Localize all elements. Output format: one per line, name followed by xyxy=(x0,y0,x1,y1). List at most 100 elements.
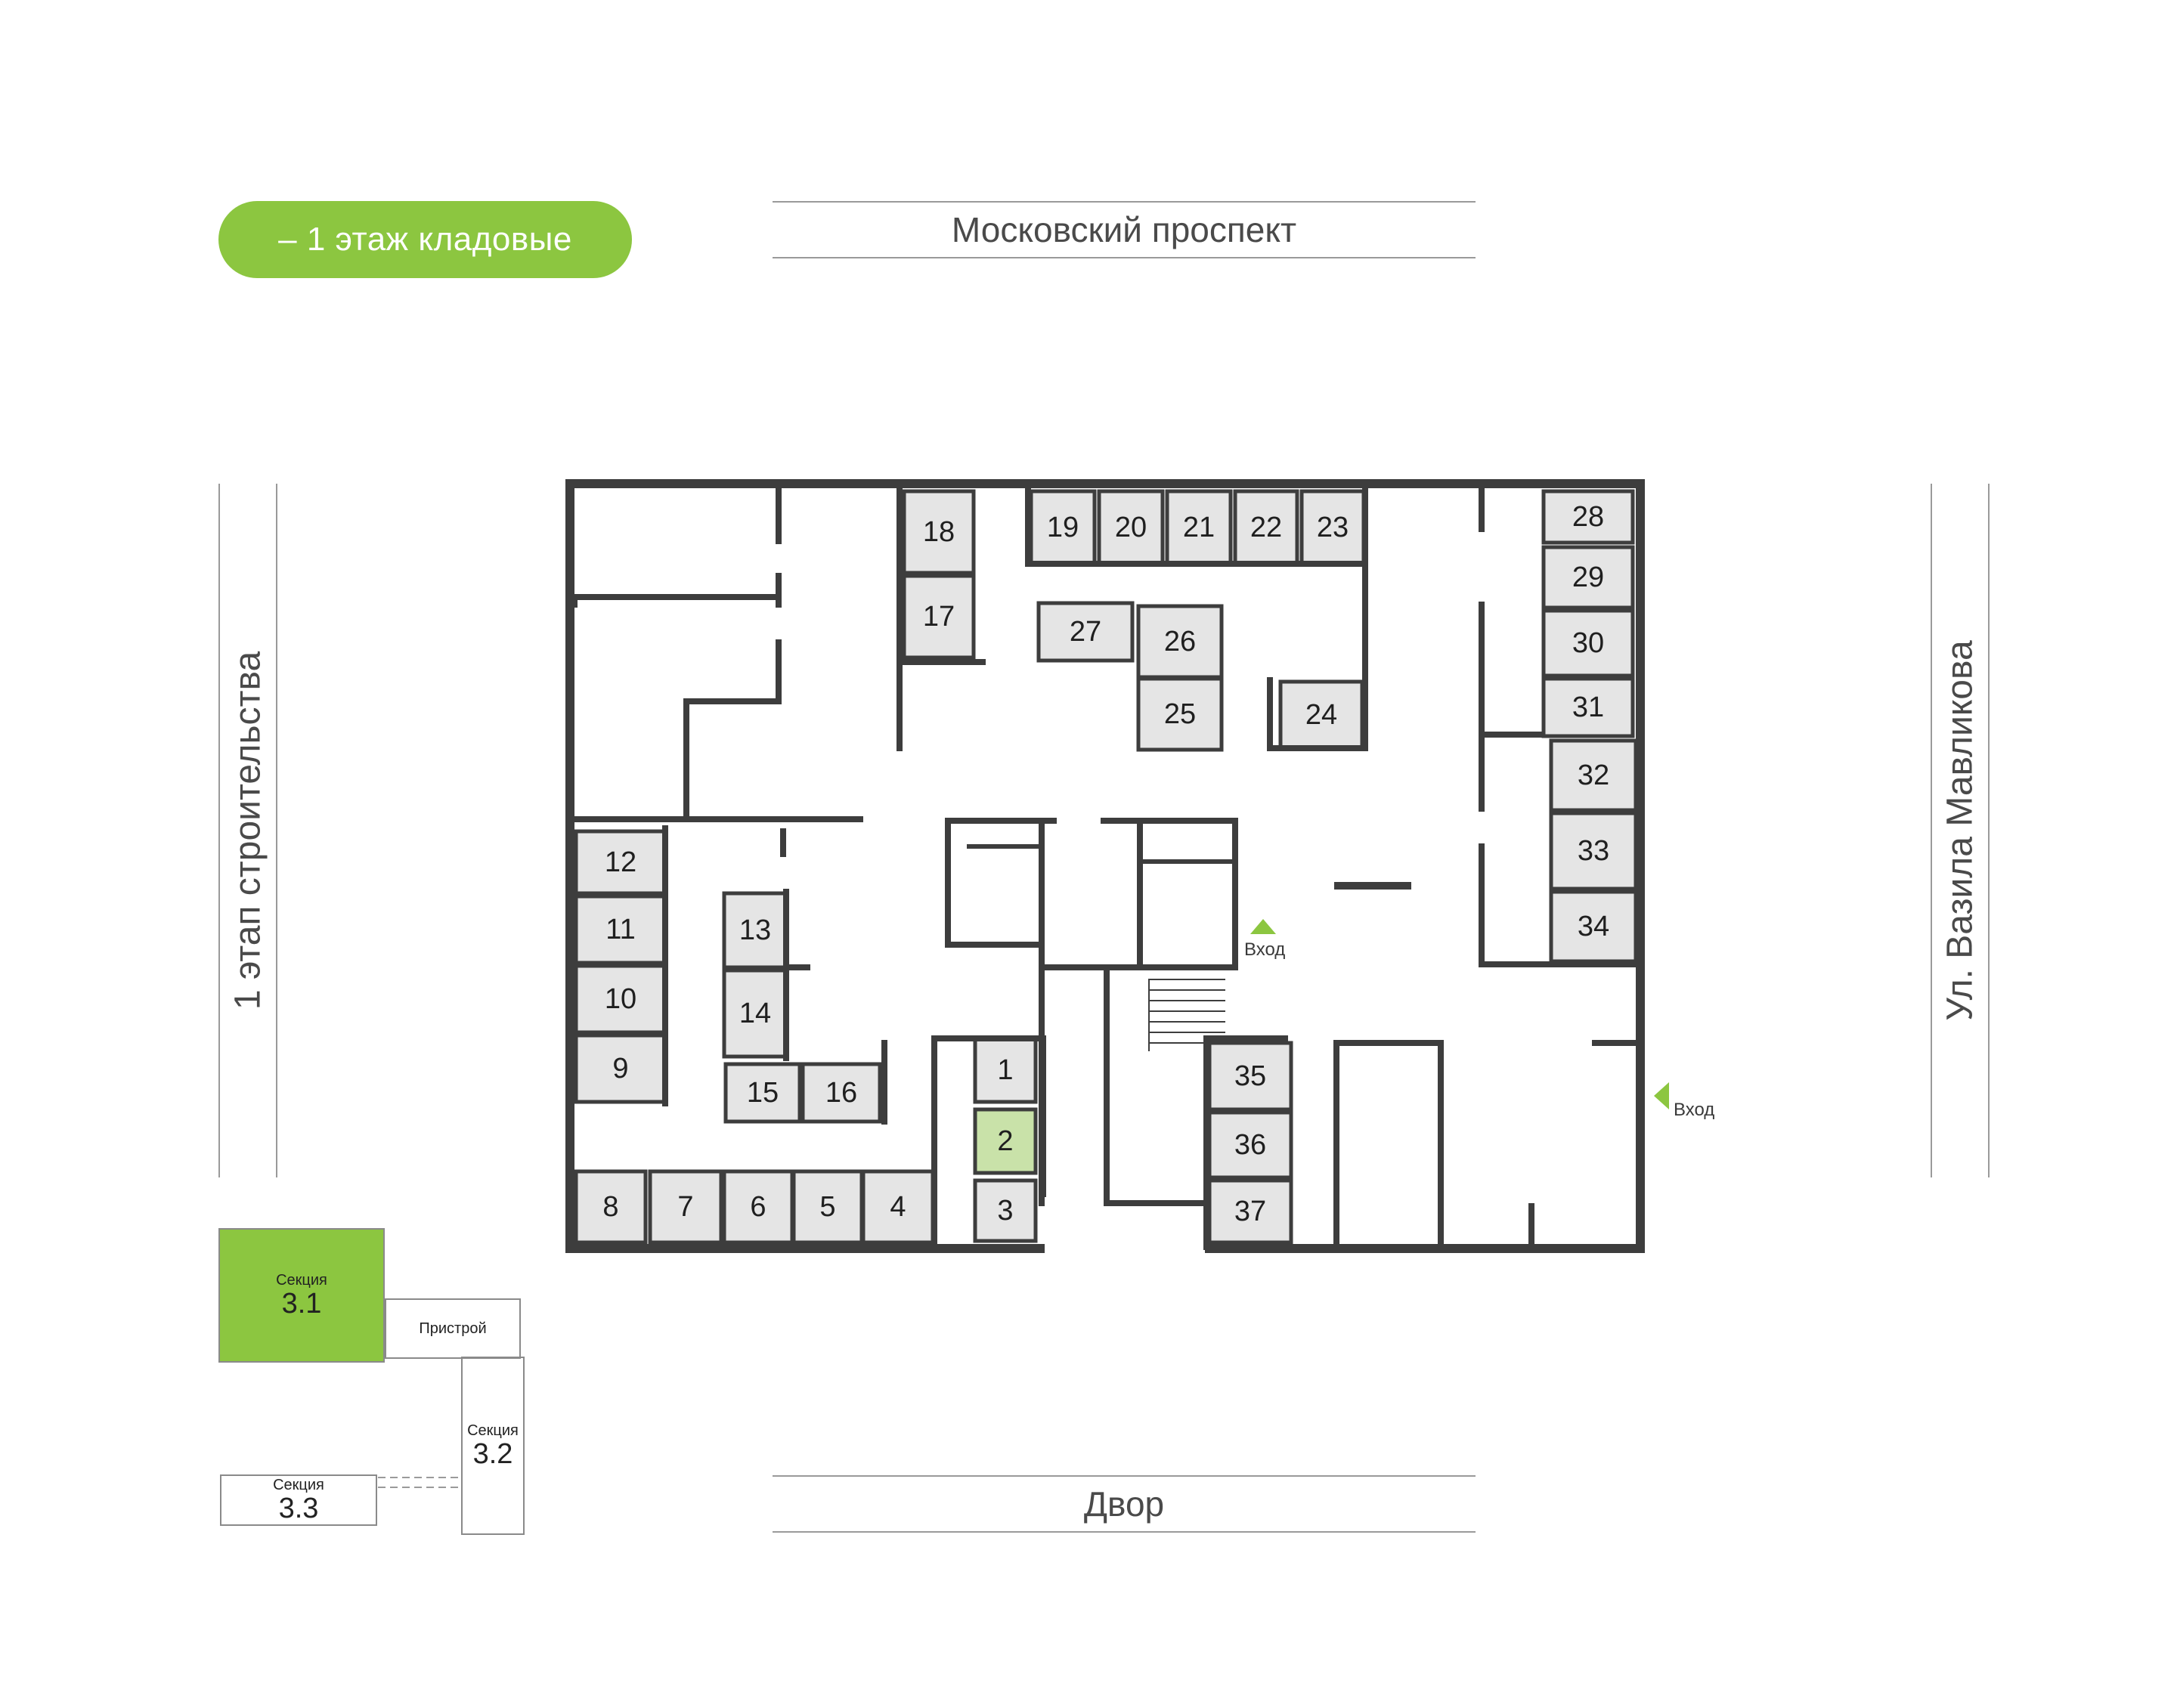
storage-unit-9[interactable]: 9 xyxy=(574,1033,667,1104)
storage-unit-6[interactable]: 6 xyxy=(722,1169,794,1245)
storage-unit-box xyxy=(902,489,976,575)
storage-unit-31[interactable]: 31 xyxy=(1541,676,1635,738)
storage-unit-box xyxy=(902,574,976,660)
key-section-3-1[interactable]: Секция 3.1 xyxy=(218,1228,385,1363)
storage-unit-5[interactable]: 5 xyxy=(791,1169,864,1245)
storage-unit-20[interactable]: 20 xyxy=(1097,489,1165,566)
storage-unit-box xyxy=(791,1169,864,1245)
walls xyxy=(565,479,1645,1255)
storage-unit-number: 12 xyxy=(605,846,636,878)
storage-unit-number: 31 xyxy=(1572,692,1604,723)
key-annex[interactable]: Пристрой xyxy=(385,1298,521,1359)
entrance-arrow-left-icon xyxy=(1654,1082,1669,1109)
storage-unit-1[interactable]: 1 xyxy=(973,1036,1038,1104)
storage-unit-number: 28 xyxy=(1572,501,1604,533)
storage-unit-number: 6 xyxy=(750,1191,766,1223)
storage-unit-number: 16 xyxy=(825,1077,857,1109)
storage-unit-box xyxy=(574,894,667,965)
storage-unit-number: 29 xyxy=(1572,562,1604,593)
storage-unit-number: 1 xyxy=(997,1054,1013,1086)
storage-unit-number: 15 xyxy=(747,1077,779,1109)
storage-unit-number: 10 xyxy=(605,983,636,1015)
storage-unit-15[interactable]: 15 xyxy=(723,1062,802,1124)
storage-unit-number: 3 xyxy=(997,1195,1013,1227)
floor-label: – 1 этаж кладовые xyxy=(278,221,572,258)
storage-unit-box xyxy=(1541,545,1635,610)
entrance-marker-inner[interactable]: Вход xyxy=(1244,919,1285,960)
storage-unit-box xyxy=(574,829,667,896)
key-section-3-3[interactable]: Секция 3.3 xyxy=(220,1474,377,1526)
storage-unit-34[interactable]: 34 xyxy=(1549,890,1638,964)
storage-unit-7[interactable]: 7 xyxy=(648,1169,723,1245)
storage-unit-number: 5 xyxy=(819,1191,835,1223)
storage-unit-box xyxy=(1549,738,1638,812)
storage-unit-box xyxy=(1207,1110,1293,1180)
storage-unit-11[interactable]: 11 xyxy=(574,894,667,965)
storage-unit-12[interactable]: 12 xyxy=(574,829,667,896)
storage-unit-number: 24 xyxy=(1305,699,1337,731)
storage-unit-number: 19 xyxy=(1047,512,1079,543)
storage-unit-2[interactable]: 2 xyxy=(973,1107,1038,1175)
entrance-arrow-up-icon xyxy=(1250,919,1276,934)
floor-badge: – 1 этаж кладовые xyxy=(218,201,632,278)
storage-unit-box xyxy=(861,1169,935,1245)
storage-unit-30[interactable]: 30 xyxy=(1541,608,1635,678)
storage-unit-number: 34 xyxy=(1578,911,1609,942)
storage-unit-25[interactable]: 25 xyxy=(1136,676,1224,752)
storage-unit-box xyxy=(1036,601,1135,663)
storage-unit-box xyxy=(1136,676,1224,752)
storage-unit-35[interactable]: 35 xyxy=(1207,1041,1293,1112)
storage-unit-box xyxy=(722,1169,794,1245)
storage-unit-32[interactable]: 32 xyxy=(1549,738,1638,812)
storage-unit-29[interactable]: 29 xyxy=(1541,545,1635,610)
storage-unit-28[interactable]: 28 xyxy=(1541,489,1635,545)
key-section-3-2-number: 3.2 xyxy=(472,1438,513,1470)
storage-unit-box xyxy=(723,1062,802,1124)
storage-unit-8[interactable]: 8 xyxy=(574,1169,648,1245)
storage-unit-box xyxy=(1549,890,1638,964)
storage-unit-number: 18 xyxy=(923,516,955,548)
storage-unit-26[interactable]: 26 xyxy=(1136,604,1224,679)
key-section-3-1-label: Секция xyxy=(276,1272,327,1289)
key-section-3-2[interactable]: Секция 3.2 xyxy=(461,1357,525,1535)
storage-unit-box xyxy=(801,1062,882,1124)
storage-unit-number: 33 xyxy=(1578,835,1609,867)
entrance-label-inner: Вход xyxy=(1244,939,1285,960)
street-right: Ул. Вазила Мавликова xyxy=(1931,484,1990,1177)
key-section-3-3-number: 3.3 xyxy=(278,1493,319,1524)
street-bottom: Двор xyxy=(773,1475,1476,1533)
storage-unit-number: 35 xyxy=(1234,1060,1266,1092)
storage-unit-number: 27 xyxy=(1070,616,1101,648)
storage-unit-box xyxy=(973,1107,1038,1175)
storage-unit-4[interactable]: 4 xyxy=(861,1169,935,1245)
storage-unit-box xyxy=(648,1169,723,1245)
storage-unit-number: 37 xyxy=(1234,1196,1266,1227)
storage-unit-10[interactable]: 10 xyxy=(574,964,667,1035)
storage-unit-number: 20 xyxy=(1115,512,1147,543)
storage-unit-3[interactable]: 3 xyxy=(973,1178,1038,1243)
storage-unit-27[interactable]: 27 xyxy=(1036,601,1135,663)
storage-unit-18[interactable]: 18 xyxy=(902,489,976,575)
storage-unit-number: 22 xyxy=(1250,512,1282,543)
storage-unit-number: 26 xyxy=(1164,626,1196,658)
storage-unit-number: 25 xyxy=(1164,698,1196,730)
storage-unit-14[interactable]: 14 xyxy=(722,968,788,1059)
key-annex-label: Пристрой xyxy=(419,1320,487,1337)
storage-unit-box xyxy=(1541,608,1635,678)
storage-unit-number: 14 xyxy=(739,998,771,1029)
storage-unit-number: 9 xyxy=(612,1053,628,1085)
storage-unit-13[interactable]: 13 xyxy=(722,891,788,970)
street-top-label: Московский проспект xyxy=(951,210,1297,249)
street-bottom-label: Двор xyxy=(1083,1484,1165,1524)
storage-unit-36[interactable]: 36 xyxy=(1207,1110,1293,1180)
storage-unit-box xyxy=(574,1169,648,1245)
storage-unit-21[interactable]: 21 xyxy=(1165,489,1233,566)
entrance-marker-east[interactable]: Вход xyxy=(1654,1082,1714,1120)
storage-unit-16[interactable]: 16 xyxy=(801,1062,882,1124)
key-section-3-1-number: 3.1 xyxy=(281,1288,322,1320)
storage-unit-box xyxy=(1541,676,1635,738)
storage-unit-17[interactable]: 17 xyxy=(902,574,976,660)
storage-unit-box xyxy=(973,1178,1038,1243)
